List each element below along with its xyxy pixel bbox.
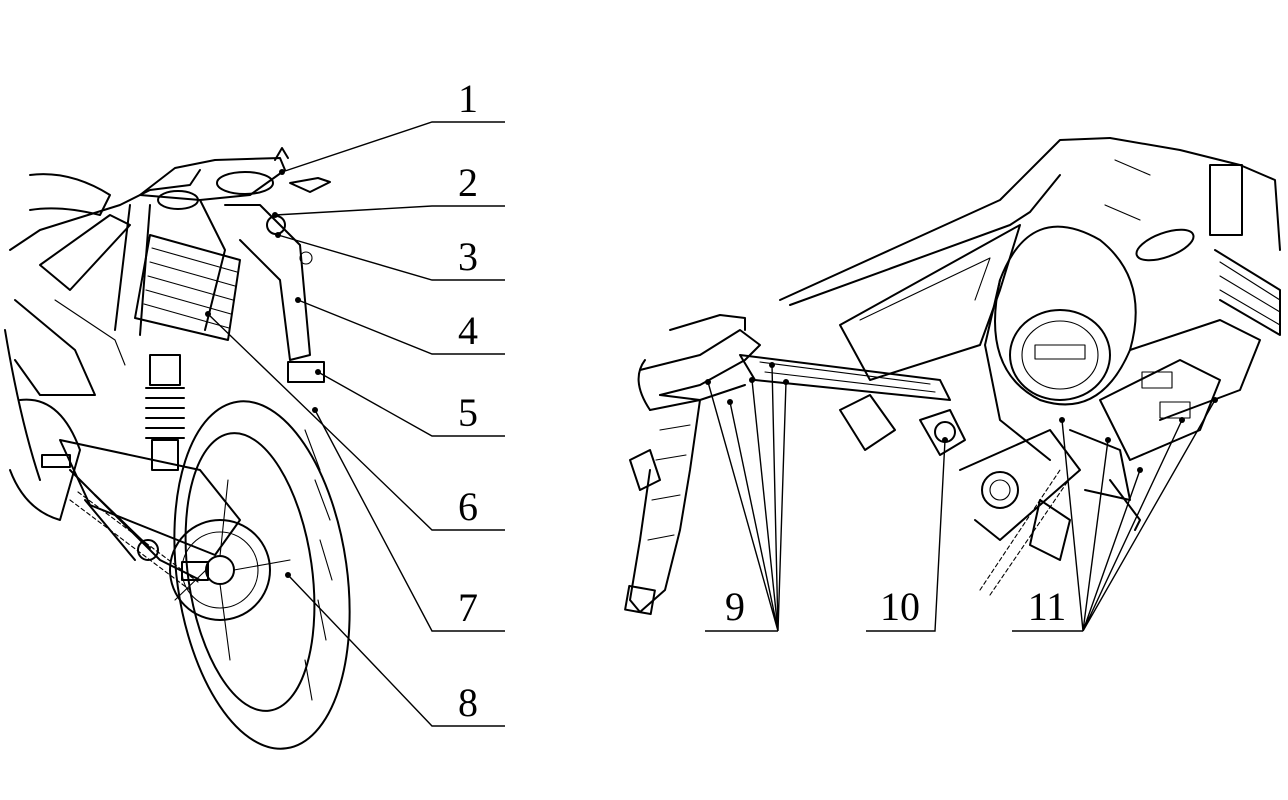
callout-label: 6 <box>458 484 478 529</box>
rear-view-illustration <box>4 147 351 750</box>
license-arm <box>624 399 701 616</box>
callout-6: 6 <box>205 311 505 531</box>
callout-label: 10 <box>880 584 920 629</box>
callout-3: 3 <box>275 232 505 281</box>
callout-label: 5 <box>458 390 478 435</box>
callout-label: 4 <box>458 308 478 353</box>
shock-absorber <box>145 354 185 471</box>
callout-label: 3 <box>458 234 478 279</box>
callout-10: 10 <box>866 437 948 632</box>
callout-4: 4 <box>295 297 505 355</box>
callout-11: 11 <box>1012 397 1218 632</box>
callouts-bottom: 9 10 11 <box>705 362 1218 632</box>
callout-8: 8 <box>285 572 505 727</box>
callout-label: 9 <box>725 584 745 629</box>
callout-2: 2 <box>272 160 505 218</box>
callout-label: 7 <box>458 585 478 630</box>
callout-label: 8 <box>458 680 478 725</box>
rear-wheel <box>169 400 351 750</box>
callout-label: 11 <box>1028 584 1067 629</box>
callout-5: 5 <box>315 369 505 437</box>
callout-label: 2 <box>458 160 478 205</box>
callout-1: 1 <box>279 76 505 175</box>
callouts-left: 1 2 3 4 5 6 7 <box>205 76 505 727</box>
callout-label: 1 <box>458 76 478 121</box>
underside-view-illustration <box>624 137 1281 616</box>
callout-7: 7 <box>312 407 505 632</box>
bracket-assembly <box>1069 359 1221 501</box>
radiator-grille <box>134 234 241 341</box>
callout-9: 9 <box>705 362 789 632</box>
